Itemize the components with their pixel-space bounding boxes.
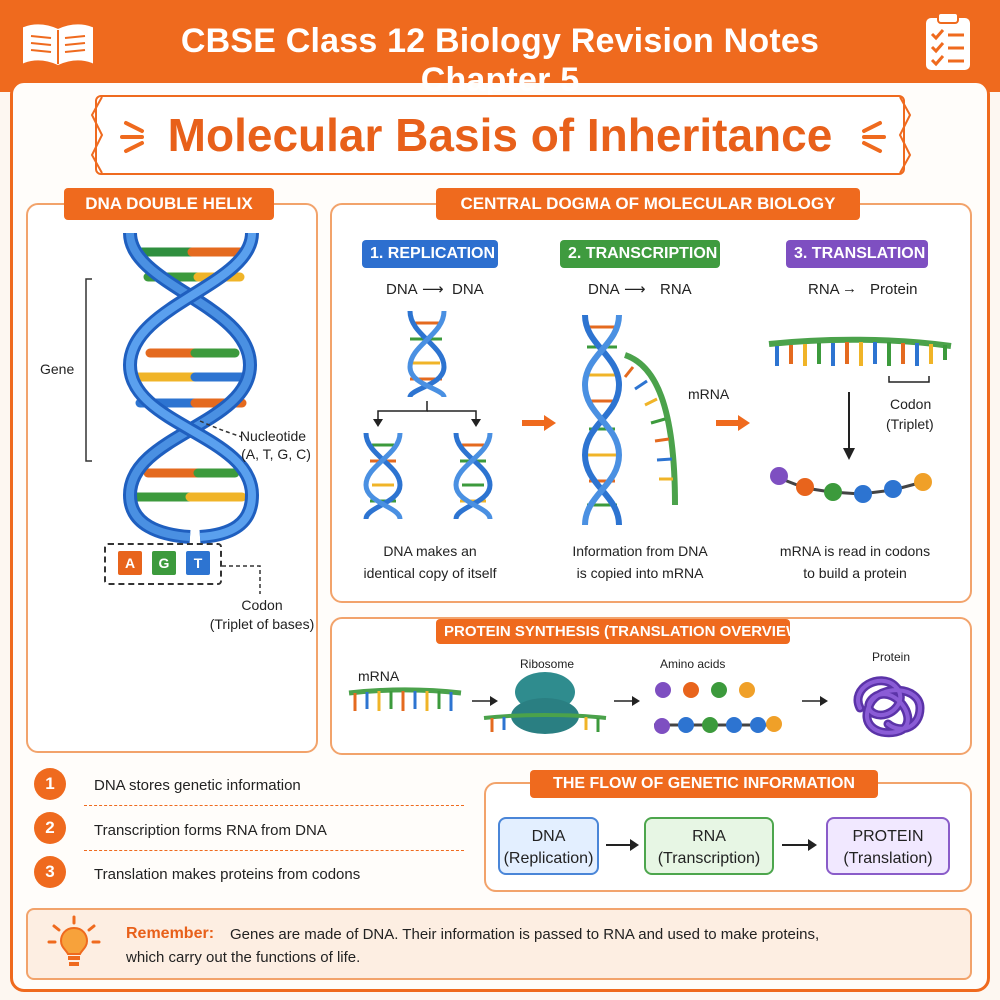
transcription-illustration (581, 314, 678, 526)
codon-connector-line (222, 565, 261, 594)
nucleotide-label: Nucleotide (239, 428, 307, 444)
main-title-box (95, 95, 905, 175)
flow-box-dna: DNA (Replication) (498, 817, 599, 875)
translation-flow-arrow: → (842, 280, 857, 297)
dna-helix-panel (26, 203, 318, 753)
replication-desc-line1: DNA makes an (383, 543, 477, 559)
protein-synthesis-heading: PROTEIN SYNTHESIS (TRANSLATION OVERVIEW) (436, 619, 805, 644)
point-divider-1 (84, 805, 464, 806)
replication-illustration (363, 310, 493, 520)
remember-label: Remember: (126, 925, 215, 942)
flow-box-protein-title: PROTEIN (852, 828, 924, 845)
title-right-bracket-decoration (898, 96, 912, 174)
replication-flow-from: DNA (386, 281, 418, 298)
point-1-text: DNA stores genetic information (94, 777, 301, 794)
dna-double-helix-illustration (85, 232, 260, 544)
flow-box-dna-title: DNA (531, 828, 566, 845)
remember-line2: which carry out the functions of life. (126, 949, 361, 966)
remember-line1: Genes are made of DNA. Their information… (230, 926, 820, 943)
ribosome-illustration (483, 672, 607, 734)
clipboard-checklist-icon (926, 12, 970, 70)
flow-box-rna-sub: (Transcription) (657, 850, 761, 867)
point-1-number: 1 (34, 768, 66, 800)
main-title: Molecular Basis of Inheritance (167, 109, 833, 161)
point-2-text: Transcription forms RNA from DNA (94, 822, 327, 839)
flow-box-rna-title: RNA (692, 828, 726, 845)
replication-desc-line2: identical copy of itself (363, 565, 497, 581)
remember-box (26, 908, 972, 980)
flow-box-protein-sub: (Translation) (843, 850, 933, 867)
open-book-icon (23, 24, 93, 66)
translation-flow-to: Protein (870, 281, 918, 298)
ribosome-label: Ribosome (520, 657, 575, 671)
translation-illustration (768, 336, 952, 503)
flow-box-rna: RNA (Transcription) (644, 817, 774, 875)
transcription-flow-to: RNA (660, 281, 692, 298)
transcription-to-translation-arrow (716, 415, 750, 431)
header-banner-top (0, 0, 1000, 80)
translation-desc-line2: to build a protein (803, 565, 907, 581)
header-title: CBSE Class 12 Biology Revision Notes Cha… (180, 22, 820, 99)
dna-helix-heading: DNA DOUBLE HELIX (64, 188, 274, 220)
central-dogma-heading: CENTRAL DOGMA OF MOLECULAR BIOLOGY (436, 188, 860, 220)
folded-protein-illustration (853, 676, 925, 738)
codon-bases-box (104, 543, 222, 585)
step-transcription-label: 2. TRANSCRIPTION (560, 240, 720, 268)
translation-codon-label: Codon (890, 396, 932, 412)
ps-arrow-3 (802, 696, 828, 706)
point-3-number: 3 (34, 856, 66, 888)
step-replication-label: 1. REPLICATION (362, 240, 498, 268)
transcription-desc-line2: is copied into mRNA (576, 565, 704, 581)
base-t: T (186, 551, 210, 575)
translation-desc-line1: mRNA is read in codons (779, 543, 931, 559)
base-a: A (118, 551, 142, 575)
flow-arrow-1 (606, 839, 639, 851)
ps-mrna-label: mRNA (358, 668, 400, 684)
protein-label: Protein (872, 650, 911, 664)
point-3-text: Translation makes proteins from codons (94, 866, 361, 883)
transcription-desc-line1: Information from DNA (572, 543, 708, 559)
right-spark-decoration (862, 121, 886, 153)
base-g: G (152, 551, 176, 575)
amino-acids-illustration (654, 682, 782, 734)
amino-acids-label: Amino acids (660, 657, 726, 671)
codon-label: Codon (241, 597, 283, 613)
left-spark-decoration (120, 121, 144, 153)
title-left-bracket-decoration (90, 96, 104, 174)
nucleotide-bases-label: (A, T, G, C) (241, 446, 311, 462)
replication-flow-to: DNA (452, 281, 484, 298)
point-divider-2 (84, 850, 464, 851)
ps-arrow-1 (472, 696, 498, 706)
ps-mrna-strand-illustration (348, 687, 462, 711)
step-translation-label: 3. TRANSLATION (786, 240, 928, 268)
transcription-flow-from: DNA (588, 281, 620, 298)
translation-codon-sub-label: (Triplet) (886, 416, 934, 432)
replication-flow-arrow: ⟶ (422, 281, 444, 298)
translation-flow-from: RNA (808, 281, 840, 298)
flow-arrow-2 (782, 839, 817, 851)
flow-heading: THE FLOW OF GENETIC INFORMATION (530, 770, 878, 798)
lightbulb-icon (47, 915, 101, 966)
ps-arrow-2 (614, 696, 640, 706)
replication-to-transcription-arrow (522, 415, 556, 431)
codon-sub-label: (Triplet of bases) (209, 616, 315, 632)
transcription-flow-arrow: ⟶ (624, 281, 646, 298)
gene-label: Gene (40, 361, 75, 377)
mrna-label: mRNA (688, 386, 730, 402)
flow-box-protein: PROTEIN (Translation) (826, 817, 950, 875)
point-2-number: 2 (34, 812, 66, 844)
flow-box-dna-sub: (Replication) (503, 850, 594, 867)
